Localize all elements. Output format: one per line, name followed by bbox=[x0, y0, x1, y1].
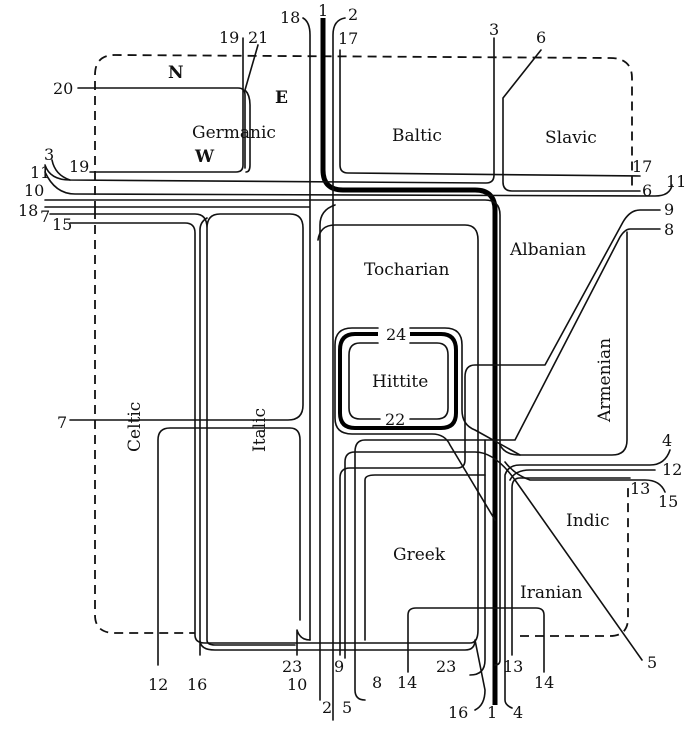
num-bottom-2: 2 bbox=[322, 698, 332, 717]
isogloss-23 bbox=[296, 439, 486, 676]
num-bottom-16b: 16 bbox=[448, 703, 468, 722]
isogloss-5 bbox=[344, 451, 643, 661]
num-top-1: 1 bbox=[318, 1, 328, 20]
num-right-17: 17 bbox=[632, 157, 652, 176]
num-left-10: 10 bbox=[24, 181, 44, 200]
num-bottom-14b: 14 bbox=[534, 673, 554, 692]
num-left-18: 18 bbox=[18, 201, 38, 220]
label-baltic: Baltic bbox=[392, 126, 442, 146]
num-left-11: 11 bbox=[30, 163, 50, 182]
num-inner-24: 24 bbox=[386, 325, 406, 344]
isogloss-18 bbox=[44, 17, 311, 641]
num-left-20: 20 bbox=[53, 79, 73, 98]
num-bottom-1: 1 bbox=[487, 703, 497, 722]
isogloss-12 bbox=[157, 427, 656, 666]
label-germanic-west: W bbox=[194, 147, 215, 167]
label-iranian: Iranian bbox=[520, 583, 582, 603]
num-top-19: 19 bbox=[219, 28, 239, 47]
num-top-18: 18 bbox=[280, 8, 300, 27]
isogloss-24 bbox=[338, 332, 458, 430]
isogloss-21 bbox=[244, 44, 259, 173]
num-top-3: 3 bbox=[489, 20, 499, 39]
isogloss-19 bbox=[89, 37, 244, 173]
isogloss-14 bbox=[407, 607, 545, 673]
num-bottom-9: 9 bbox=[334, 657, 344, 676]
num-bottom-23b: 23 bbox=[436, 657, 456, 676]
num-bottom-13: 13 bbox=[503, 657, 523, 676]
num-bottom-4: 4 bbox=[513, 703, 523, 722]
isogloss-13 bbox=[511, 477, 631, 656]
label-slavic: Slavic bbox=[545, 128, 597, 148]
isogloss-armenian-boundary bbox=[499, 231, 628, 456]
num-right-13: 13 bbox=[630, 479, 650, 498]
num-top-2: 2 bbox=[348, 5, 358, 24]
num-right-12: 12 bbox=[662, 460, 682, 479]
num-bottom-5a: 5 bbox=[342, 698, 352, 717]
label-germanic-east: E bbox=[275, 88, 288, 108]
isogloss-22-outer bbox=[334, 327, 496, 521]
label-celtic: Celtic bbox=[125, 402, 145, 452]
isogloss-3 bbox=[51, 37, 495, 184]
num-bottom-12: 12 bbox=[148, 675, 168, 694]
num-left-7: 7 bbox=[40, 207, 50, 226]
num-bottom-16a: 16 bbox=[187, 675, 207, 694]
num-inner-22: 22 bbox=[385, 410, 405, 429]
label-germanic: Germanic bbox=[192, 123, 276, 143]
num-bottom-5b: 5 bbox=[647, 653, 657, 672]
isogloss-10 bbox=[44, 199, 501, 701]
num-left-19: 19 bbox=[69, 157, 89, 176]
isogloss-2 bbox=[332, 17, 346, 721]
label-italic: Italic bbox=[250, 408, 270, 452]
boundary-germanic-baltic-slavic bbox=[94, 54, 633, 210]
isogloss-7 bbox=[49, 213, 304, 646]
isogloss-22-right bbox=[409, 327, 521, 456]
num-right-9: 9 bbox=[664, 200, 674, 219]
label-albanian: Albanian bbox=[509, 240, 586, 260]
label-greek: Greek bbox=[393, 545, 446, 565]
isogloss-16 bbox=[199, 217, 486, 711]
num-bottom-10: 10 bbox=[287, 675, 307, 694]
isogloss-17 bbox=[339, 49, 641, 177]
isogloss-11-main bbox=[44, 171, 673, 197]
num-right-11: 11 bbox=[666, 172, 686, 191]
num-left-15: 15 bbox=[52, 215, 72, 234]
num-bottom-8: 8 bbox=[372, 673, 382, 692]
greek-boundary bbox=[364, 474, 486, 641]
label-hittite: Hittite bbox=[372, 372, 428, 392]
num-right-4: 4 bbox=[662, 431, 672, 450]
isogloss-11 bbox=[44, 164, 71, 181]
num-left-7b: 7 bbox=[57, 413, 67, 432]
num-right-8: 8 bbox=[664, 220, 674, 239]
label-armenian: Armenian bbox=[595, 338, 615, 423]
num-top-17: 17 bbox=[338, 29, 358, 48]
isogloss-22 bbox=[348, 342, 449, 420]
num-top-21: 21 bbox=[248, 28, 268, 47]
isogloss-20 bbox=[77, 87, 246, 169]
boundary-indic-iranian bbox=[520, 483, 629, 637]
num-top-6: 6 bbox=[536, 28, 546, 47]
num-right-6: 6 bbox=[642, 181, 652, 200]
boundary-west-south bbox=[94, 210, 195, 634]
isogloss-8 bbox=[354, 228, 661, 701]
num-bottom-14a: 14 bbox=[397, 673, 417, 692]
label-germanic-north: N bbox=[168, 63, 184, 83]
num-bottom-23a: 23 bbox=[282, 657, 302, 676]
num-left-3: 3 bbox=[44, 145, 54, 164]
label-tocharian: Tocharian bbox=[364, 260, 450, 280]
label-indic: Indic bbox=[566, 511, 610, 531]
num-right-15: 15 bbox=[658, 492, 678, 511]
isogloss-6 bbox=[502, 49, 641, 192]
isogloss-15-right bbox=[504, 461, 666, 493]
